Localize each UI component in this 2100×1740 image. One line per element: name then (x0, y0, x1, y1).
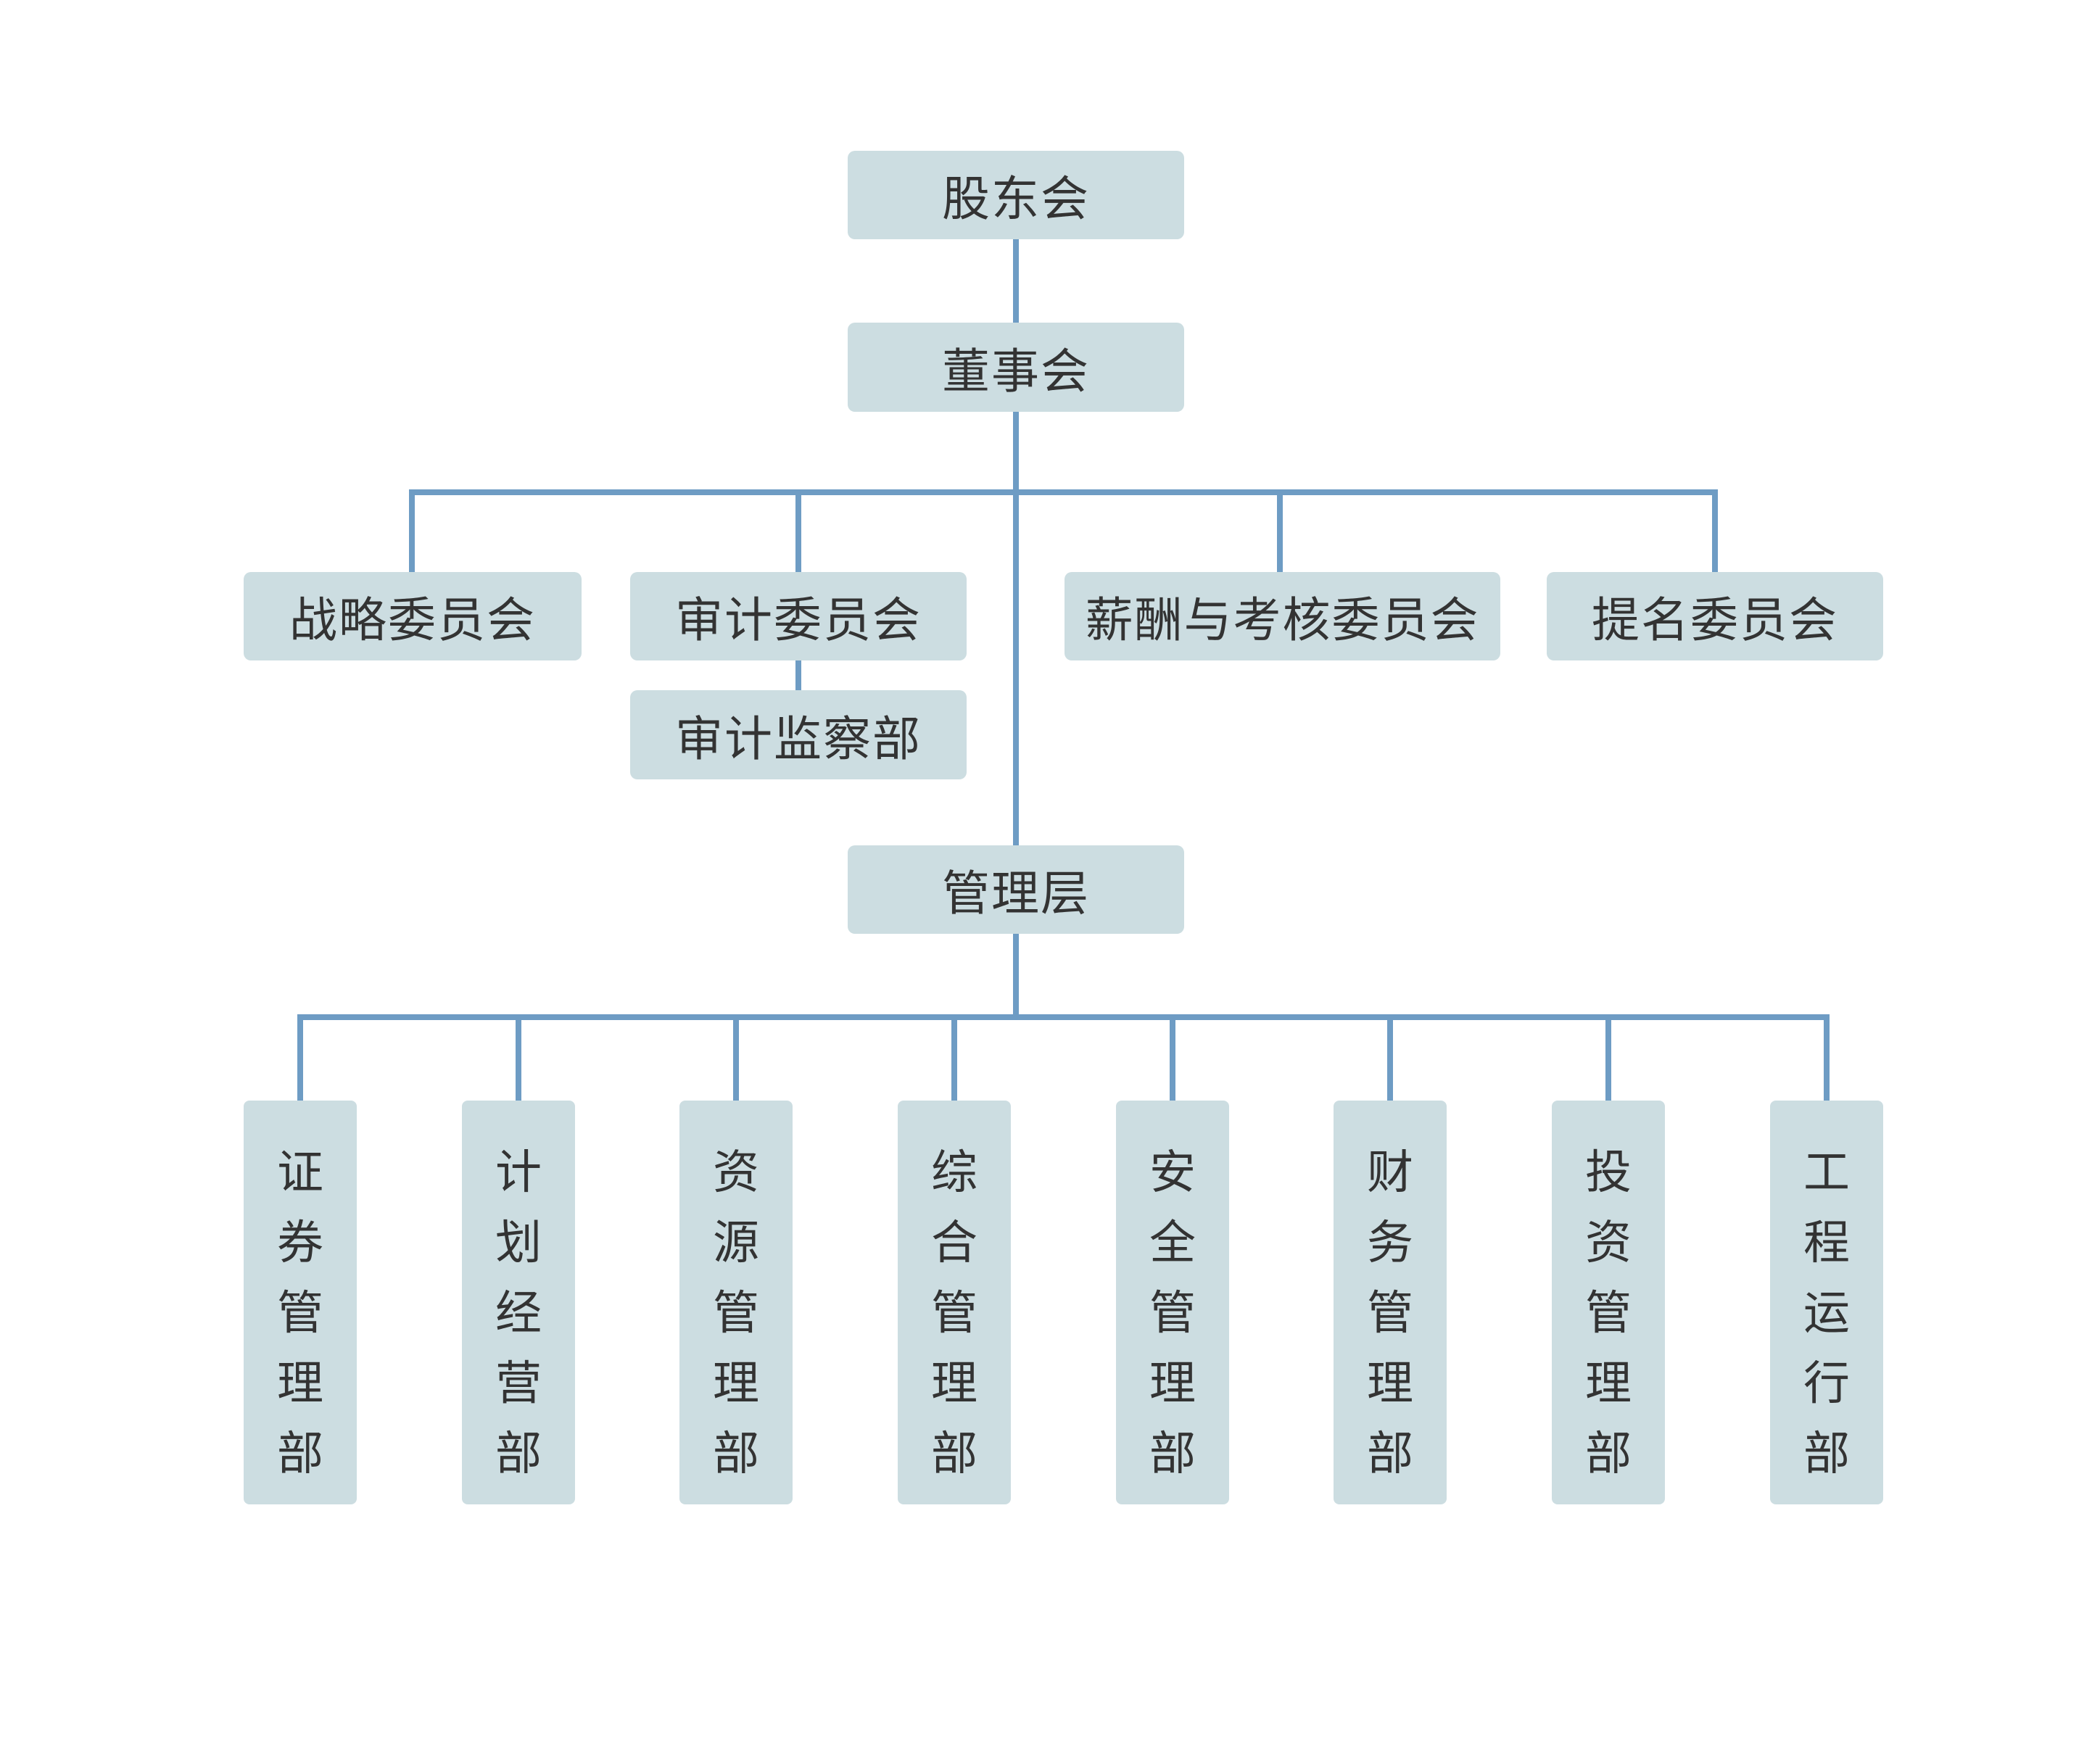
department-char: 全 (1149, 1217, 1196, 1270)
department-char: 管 (1367, 1287, 1413, 1341)
department-char: 理 (931, 1357, 977, 1411)
node-label: 提名委员会 (1592, 592, 1838, 648)
node-department: 财务管理部 (1334, 1101, 1447, 1504)
node-strategy-committee: 战略委员会 (244, 572, 582, 660)
node-label: 管理层 (942, 866, 1090, 921)
department-char: 务 (1367, 1217, 1413, 1270)
node-department: 综合管理部 (898, 1101, 1011, 1504)
department-char: 券 (277, 1217, 323, 1270)
department-char: 部 (931, 1428, 977, 1481)
department-char: 理 (277, 1357, 323, 1411)
department-char: 程 (1803, 1217, 1850, 1270)
department-char: 理 (1585, 1357, 1632, 1411)
department-char: 理 (1149, 1357, 1196, 1411)
node-label: 战略委员会 (289, 592, 536, 648)
department-char: 管 (1149, 1287, 1196, 1341)
node-department: 计划经营部 (462, 1101, 575, 1504)
node-label: 股东会 (942, 171, 1090, 227)
node-label: 董事会 (942, 343, 1090, 399)
node-board: 董事会 (848, 323, 1184, 412)
department-char: 资 (713, 1146, 759, 1200)
department-char: 部 (1149, 1428, 1196, 1481)
department-char: 工 (1803, 1146, 1850, 1200)
node-nomination-committee: 提名委员会 (1547, 572, 1883, 660)
node-audit-supervision: 审计监察部 (630, 690, 967, 779)
node-shareholders: 股东会 (848, 151, 1184, 239)
line-department-bus (297, 1014, 1830, 1101)
department-char: 经 (495, 1287, 542, 1341)
node-label: 薪酬与考核委员会 (1085, 592, 1480, 648)
department-char: 财 (1367, 1146, 1413, 1200)
department-char: 营 (495, 1357, 542, 1411)
department-char: 资 (1585, 1217, 1632, 1270)
department-char: 部 (713, 1428, 759, 1481)
department-char: 部 (1803, 1428, 1850, 1481)
department-char: 部 (495, 1428, 542, 1481)
node-salary-committee: 薪酬与考核委员会 (1065, 572, 1500, 660)
department-char: 管 (713, 1287, 759, 1341)
node-department: 资源管理部 (679, 1101, 793, 1504)
node-department: 安全管理部 (1116, 1101, 1229, 1504)
department-char: 源 (713, 1217, 759, 1270)
department-char: 理 (713, 1357, 759, 1411)
line-committee-bus (409, 489, 1718, 572)
department-char: 合 (931, 1217, 977, 1270)
department-char: 理 (1367, 1357, 1413, 1411)
department-char: 行 (1803, 1357, 1850, 1411)
department-char: 计 (495, 1146, 542, 1200)
department-char: 投 (1585, 1146, 1632, 1200)
department-char: 管 (931, 1287, 977, 1341)
node-audit-committee: 审计委员会 (630, 572, 967, 660)
node-label: 审计委员会 (675, 592, 922, 648)
department-char: 证 (277, 1146, 323, 1200)
department-char: 部 (1367, 1428, 1413, 1481)
node-department: 投资管理部 (1552, 1101, 1665, 1504)
department-char: 运 (1803, 1287, 1850, 1341)
node-department: 工程运行部 (1770, 1101, 1883, 1504)
department-char: 综 (931, 1146, 977, 1200)
department-char: 管 (277, 1287, 323, 1341)
node-department: 证券管理部 (244, 1101, 357, 1504)
department-char: 部 (277, 1428, 323, 1481)
department-char: 管 (1585, 1287, 1632, 1341)
department-char: 部 (1585, 1428, 1632, 1481)
node-management: 管理层 (848, 845, 1184, 934)
department-char: 划 (495, 1217, 542, 1270)
node-label: 审计监察部 (675, 710, 922, 767)
department-char: 安 (1149, 1146, 1196, 1200)
